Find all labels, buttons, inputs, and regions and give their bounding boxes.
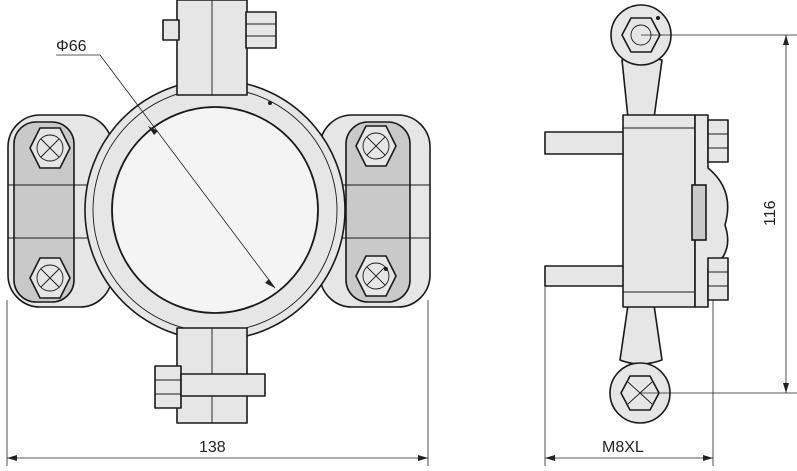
width-dimension: 138 xyxy=(6,300,429,466)
height-label: 116 xyxy=(762,200,779,226)
pipe-bore xyxy=(111,106,319,314)
bottom-neck xyxy=(154,327,266,424)
hex-bolt-icon xyxy=(355,125,397,167)
bottom-eye xyxy=(609,304,671,424)
hex-bolt-icon xyxy=(707,257,729,301)
hex-bolt-icon xyxy=(29,257,71,299)
hex-bolt-icon xyxy=(707,119,729,163)
front-view: Φ66 138 xyxy=(6,0,431,466)
diameter-dimension: Φ66 xyxy=(56,38,276,289)
bolt-label: M8XL xyxy=(602,439,644,456)
hex-bolt-icon xyxy=(29,127,71,169)
clamp-body xyxy=(622,114,696,308)
top-eye xyxy=(610,4,672,119)
side-view: 116 M8XL xyxy=(544,4,797,466)
bolt-dimension: M8XL xyxy=(544,286,714,466)
top-neck xyxy=(162,0,277,96)
width-label: 138 xyxy=(199,439,226,456)
diameter-label: Φ66 xyxy=(56,38,87,55)
height-dimension: 116 xyxy=(640,34,797,394)
right-ear xyxy=(319,114,431,308)
hex-bolt-icon xyxy=(355,255,397,297)
